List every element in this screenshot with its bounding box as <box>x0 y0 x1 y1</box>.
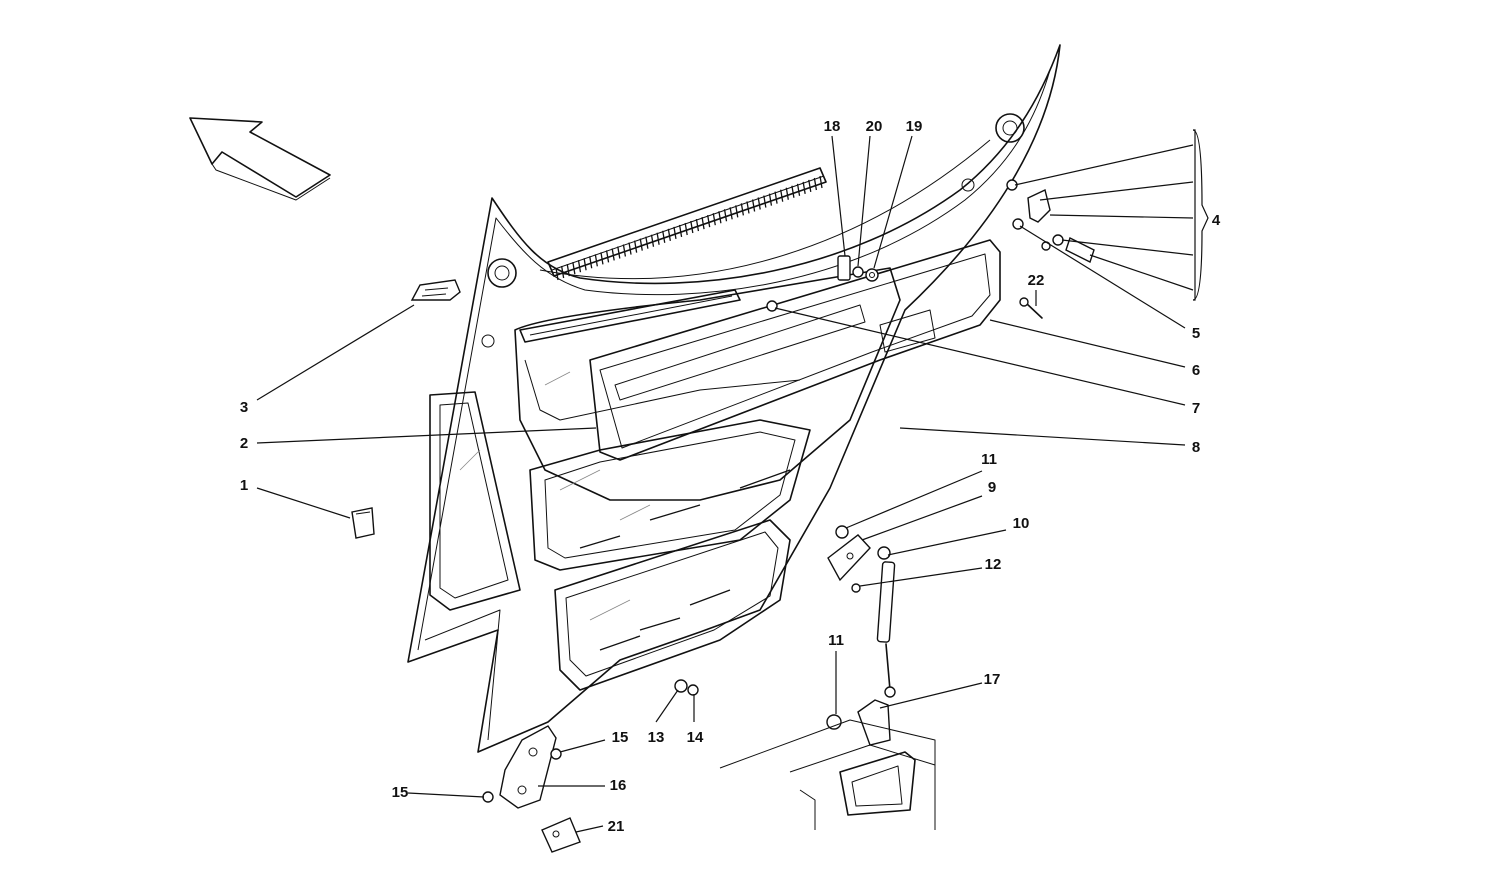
grille-slat <box>729 207 733 220</box>
leader-lines <box>256 129 1209 833</box>
callout-5: 5 <box>1192 325 1200 342</box>
grille-slat <box>802 181 806 194</box>
grille-slat <box>695 218 700 232</box>
grille-slat <box>577 260 582 273</box>
grille-slat <box>639 238 643 251</box>
grille-slat <box>701 216 705 230</box>
part-18-20-19-hardware <box>837 255 879 282</box>
grille-slat <box>796 183 801 196</box>
grille-slat <box>572 262 576 275</box>
callout-6: 6 <box>1192 362 1200 379</box>
grille-slat <box>673 226 677 240</box>
body-outline <box>719 719 936 830</box>
callout-22: 22 <box>1028 272 1045 289</box>
grille-slat <box>633 240 638 253</box>
grille-slat <box>656 232 660 245</box>
callout-15-left: 15 <box>392 784 409 801</box>
grille-slat <box>589 256 593 269</box>
callout-13: 13 <box>648 729 665 746</box>
part-21-plate <box>541 817 581 853</box>
grille-slat <box>819 175 823 189</box>
grille-slat <box>757 197 761 210</box>
callout-17: 17 <box>984 671 1001 688</box>
part-7-screw <box>766 300 778 312</box>
hood-panel <box>407 44 1061 753</box>
callout-19: 19 <box>906 118 923 135</box>
callout-21: 21 <box>608 818 625 835</box>
grille-slat <box>707 215 711 228</box>
callout-12: 12 <box>985 556 1002 573</box>
grille-slat <box>622 244 627 257</box>
grille-slat <box>617 246 621 259</box>
grille-slat <box>746 201 750 214</box>
callout-15-right: 15 <box>612 729 629 746</box>
callout-11-lower: 11 <box>828 632 844 649</box>
part-17-lower-bracket <box>826 699 891 746</box>
callout-20: 20 <box>866 118 883 135</box>
grille-slat <box>780 189 784 202</box>
callout-1: 1 <box>240 477 248 494</box>
callout-7: 7 <box>1192 400 1200 417</box>
grille-slat <box>808 179 812 193</box>
grille-slat <box>566 263 570 277</box>
part-1-clip <box>351 507 375 539</box>
grille-slat <box>718 211 722 224</box>
grille-slat <box>611 248 615 261</box>
part-22-stud <box>1019 297 1043 319</box>
part-13-14-nuts <box>674 679 699 696</box>
grille-slat <box>667 228 671 241</box>
grille-slat <box>555 267 559 281</box>
grille-slat <box>684 222 688 236</box>
part-16-hinge <box>482 725 562 809</box>
callout-18: 18 <box>824 118 841 135</box>
callout-2: 2 <box>240 435 248 452</box>
grille-slat <box>628 242 632 255</box>
grille-slat <box>735 205 739 218</box>
callout-9: 9 <box>988 479 996 496</box>
grille-slat <box>678 224 683 238</box>
grille-slat <box>690 220 694 234</box>
grille-slat <box>774 191 778 204</box>
gas-strut-assembly <box>827 525 896 698</box>
hood-inner-frame <box>429 267 901 691</box>
grille-slat <box>560 265 565 279</box>
grille-slat <box>791 185 795 198</box>
grille-slat <box>605 250 610 263</box>
grille-slat <box>723 209 728 222</box>
grille-slat <box>662 230 666 243</box>
grille-slat <box>768 193 773 206</box>
part-3-bracket <box>410 279 461 301</box>
callout-labels: 1 2 3 4 5 6 7 8 9 10 11 11 12 13 14 15 1… <box>240 118 1221 835</box>
grille-slat <box>594 254 598 267</box>
arrow-up-left-icon <box>189 117 331 201</box>
grille-slat <box>645 236 649 249</box>
callout-8: 8 <box>1192 439 1200 456</box>
grille-slat <box>763 195 767 208</box>
grille-slat <box>650 234 655 247</box>
vent-grille <box>547 167 827 281</box>
grille-slat <box>583 258 587 271</box>
callout-16: 16 <box>610 777 627 794</box>
callout-11-upper: 11 <box>981 451 997 468</box>
callout-4: 4 <box>1212 212 1221 229</box>
seal-channel <box>519 289 741 343</box>
grille-slat <box>712 213 716 226</box>
grille-slat <box>813 177 818 191</box>
grille-slat <box>785 187 789 200</box>
grille-slat <box>740 203 745 216</box>
insulation-panel <box>589 239 1001 461</box>
hood-openings <box>481 113 1025 348</box>
grille-slat <box>751 199 756 212</box>
callout-14: 14 <box>687 729 704 746</box>
callout-10: 10 <box>1013 515 1030 532</box>
part-4-latch-assembly <box>1006 179 1095 263</box>
grille-slat <box>600 252 604 265</box>
callout-3: 3 <box>240 399 248 416</box>
